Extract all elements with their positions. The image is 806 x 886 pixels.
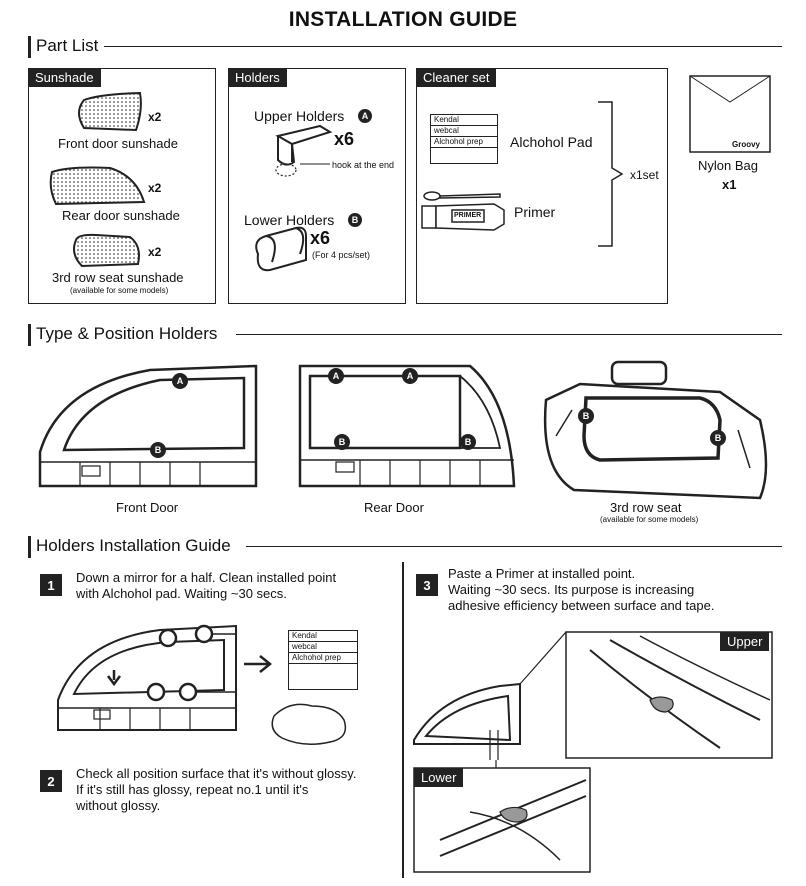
nylon-bag-qty: x1 xyxy=(722,177,737,192)
pad-card-line: webcal xyxy=(431,126,497,137)
primer-tube-label: PRIMER xyxy=(454,212,482,219)
step-2-line: without glossy. xyxy=(76,798,161,813)
rear-door-label: Rear Door xyxy=(364,500,424,515)
upper-holder-drawing xyxy=(275,124,333,177)
position-badge-b: B xyxy=(460,434,476,450)
section-heading-part-list: Part List xyxy=(36,36,105,56)
third-row-label: 3rd row seat xyxy=(610,500,682,515)
pad-card-line: Alchohol prep xyxy=(431,137,497,148)
lower-holders-label: Lower Holders xyxy=(244,212,335,228)
step-2-number: 2 xyxy=(40,770,62,792)
lower-holder-drawing xyxy=(255,226,307,272)
section-bar xyxy=(28,536,31,558)
lower-holders-qty: x6 xyxy=(310,228,331,248)
primer-tube-drawing xyxy=(421,203,505,231)
rear-sunshade-qty: x2 xyxy=(148,181,162,195)
page-title: INSTALLATION GUIDE xyxy=(288,8,518,31)
step-1-text: Down a mirror for a half. Clean installe… xyxy=(76,570,336,602)
third-row-drawing xyxy=(543,360,768,500)
position-badge-a: A xyxy=(328,368,344,384)
bracket xyxy=(598,101,624,247)
alcohol-pad-label: Alchohol Pad xyxy=(510,134,593,150)
step-1-number: 1 xyxy=(40,574,62,596)
alcohol-pad-card: Kendal webcal Alchohol prep xyxy=(430,114,498,164)
position-badge-b: B xyxy=(150,442,166,458)
upper-holders-qty: x6 xyxy=(334,129,355,149)
third-row-note: (available for some models) xyxy=(600,515,699,524)
step-3-line: Paste a Primer at installed point. xyxy=(448,566,636,581)
upper-detail-tag: Upper xyxy=(720,632,770,651)
step-1-line: Down a mirror for a half. Clean installe… xyxy=(76,570,337,585)
lower-holders-note: (For 4 pcs/set) xyxy=(312,250,371,260)
section-rule xyxy=(236,334,782,335)
front-sunshade-label: Front door sunshade xyxy=(58,136,178,151)
badge-a: A xyxy=(358,109,372,123)
step-3-number: 3 xyxy=(416,574,438,596)
position-badge-b: B xyxy=(578,408,594,424)
front-sunshade-shape xyxy=(78,91,142,132)
step-1-pad-card: Kendal webcal Alchohol prep xyxy=(288,630,358,690)
rear-sunshade-label: Rear door sunshade xyxy=(62,208,180,223)
section-rule xyxy=(246,546,782,547)
step-1-line: with Alchohol pad. Waiting ~30 secs. xyxy=(76,586,287,601)
third-sunshade-label: 3rd row seat sunshade xyxy=(52,270,184,285)
step-2-line: If it's still has glossy, repeat no.1 un… xyxy=(76,782,309,797)
primer-label: Primer xyxy=(514,204,556,220)
column-divider xyxy=(402,562,404,878)
section-bar xyxy=(28,36,31,58)
cleaner-set-qty: x1set xyxy=(630,168,659,182)
front-door-drawing xyxy=(38,364,258,488)
position-badge-b: B xyxy=(334,434,350,450)
sunshade-tag: Sunshade xyxy=(28,68,101,87)
rear-sunshade-shape xyxy=(49,166,146,206)
upper-holders-note: hook at the end xyxy=(332,160,395,170)
cleaner-box xyxy=(416,68,668,304)
third-sunshade-shape xyxy=(73,233,140,268)
step-2-line: Check all position surface that it's wit… xyxy=(76,766,357,781)
third-sunshade-note: (available for some models) xyxy=(70,286,169,295)
section-bar xyxy=(28,324,31,346)
lower-detail-tag: Lower xyxy=(414,768,464,787)
holders-tag: Holders xyxy=(228,68,287,87)
position-badge-a: A xyxy=(402,368,418,384)
third-sunshade-qty: x2 xyxy=(148,245,162,259)
nylon-bag-brand: Groovy xyxy=(732,140,761,149)
section-heading-type-position: Type & Position Holders xyxy=(36,324,224,344)
front-sunshade-qty: x2 xyxy=(148,110,162,124)
nylon-bag-label: Nylon Bag xyxy=(698,158,758,173)
position-badge-b: B xyxy=(710,430,726,446)
holders-box xyxy=(228,68,406,304)
applicator-drawing xyxy=(423,191,501,201)
rear-door-drawing xyxy=(298,364,516,488)
section-heading-install-guide: Holders Installation Guide xyxy=(36,536,237,556)
step-3-line: adhesive efficiency between surface and … xyxy=(448,598,715,613)
front-door-label: Front Door xyxy=(116,500,179,515)
step-2-text: Check all position surface that it's wit… xyxy=(76,766,356,814)
sunshade-box xyxy=(28,68,216,304)
step-3-line: Waiting ~30 secs. Its purpose is increas… xyxy=(448,582,695,597)
section-rule xyxy=(100,46,782,47)
cleaner-tag: Cleaner set xyxy=(416,68,497,87)
badge-b: B xyxy=(348,213,362,227)
position-badge-a: A xyxy=(172,373,188,389)
pad-card-line: Alchohol prep xyxy=(289,653,357,664)
pad-card-line: webcal xyxy=(289,642,357,653)
step-3-text: Paste a Primer at installed point. Waiti… xyxy=(448,566,714,614)
pad-card-line: Kendal xyxy=(289,631,357,642)
upper-holders-label: Upper Holders xyxy=(254,108,345,124)
pad-card-line: Kendal xyxy=(431,115,497,126)
